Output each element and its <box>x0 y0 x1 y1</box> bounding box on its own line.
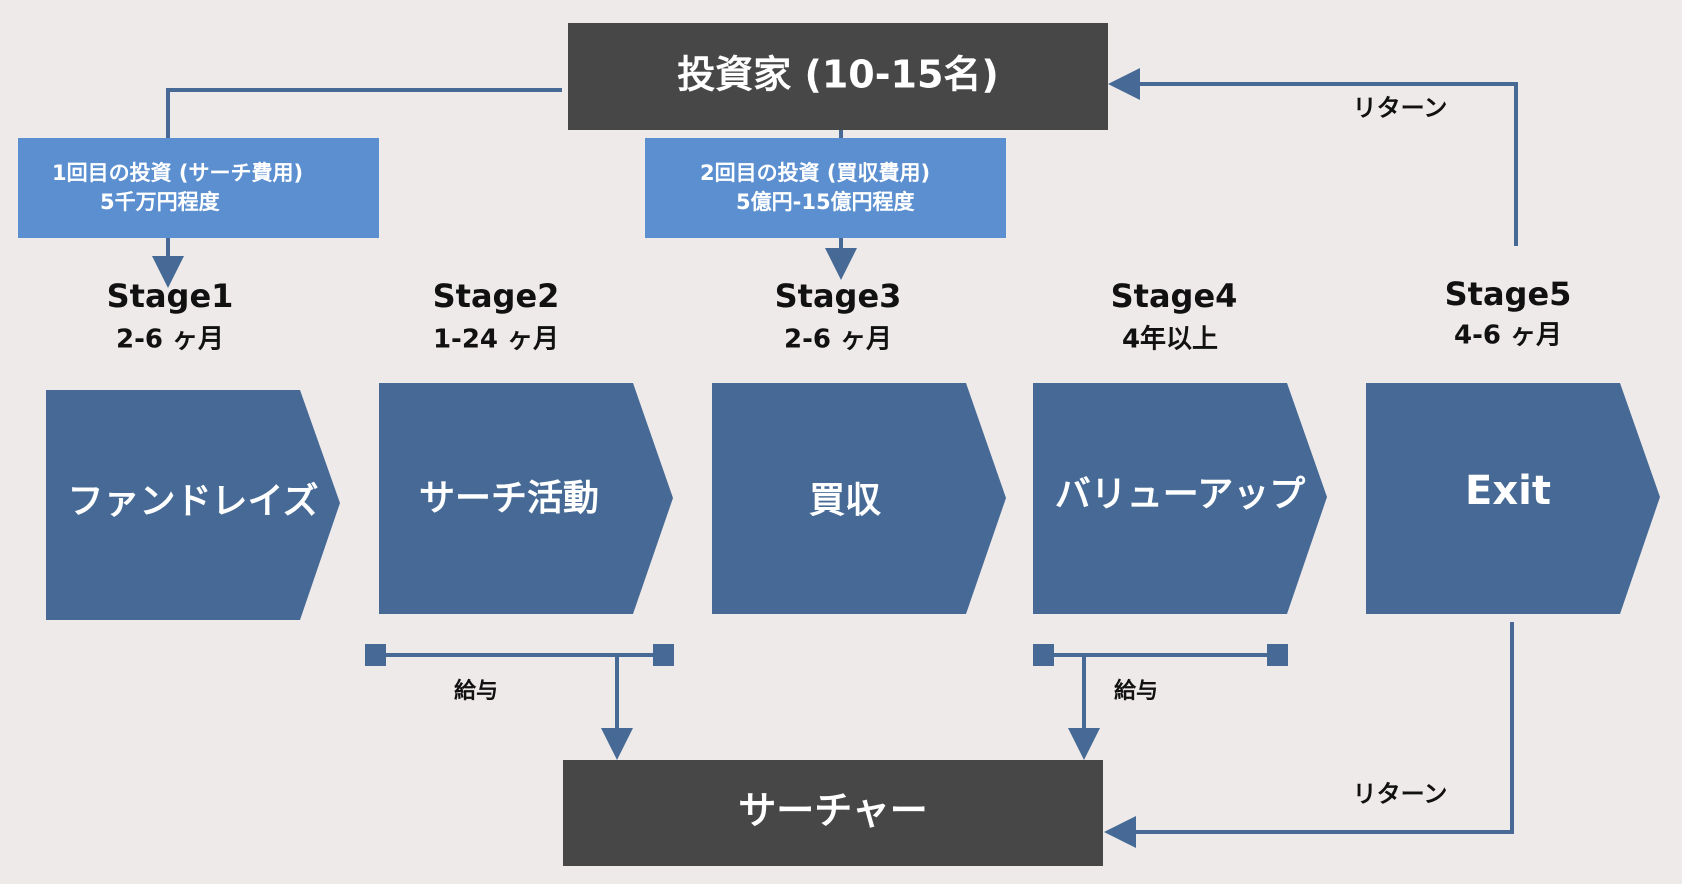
salary-label-right: 給与 <box>1114 678 1158 704</box>
connectors <box>152 68 1518 848</box>
return-label-bottom: リターン <box>1353 780 1448 808</box>
stage-2-duration: 1-24 ヶ月 <box>433 325 559 355</box>
bracket-end-square <box>365 644 386 666</box>
arrow-return-to-investor <box>1108 68 1518 246</box>
stage-3-duration: 2-6 ヶ月 <box>784 325 892 355</box>
searcher-box <box>563 760 1103 866</box>
stage-4-label: バリューアップ <box>1055 474 1306 515</box>
bracket-end-square <box>1267 644 1288 666</box>
investment-node-2: 2回目の投資 (買収費用) 5億円-15億円程度 <box>645 138 1006 238</box>
bracket-end-square <box>1033 644 1054 666</box>
stage-3-label: 買収 <box>809 480 881 521</box>
salary-label-left: 給与 <box>454 678 498 704</box>
stage-1-label: ファンドレイズ <box>68 480 319 522</box>
stage-4-name: Stage4 <box>1111 277 1238 315</box>
investment-1-line2: 5千万円程度 <box>100 190 220 214</box>
stage-5-duration: 4-6 ヶ月 <box>1454 321 1562 351</box>
stage-3-chevron <box>712 383 1006 614</box>
stage-1-chevron <box>46 390 340 620</box>
investor-label: 投資家 (10-15名) <box>677 53 999 97</box>
stage-2-label: サーチ活動 <box>419 478 599 519</box>
stage-2-name: Stage2 <box>433 277 560 315</box>
arrow-return-to-searcher <box>1104 622 1514 848</box>
stage-4-chevron <box>1033 383 1327 614</box>
stage-4-duration: 4年以上 <box>1122 324 1218 355</box>
stage-shapes: ファンドレイズ サーチ活動 買収 バリューアップ Exit <box>46 383 1660 620</box>
searcher-label: サーチャー <box>738 789 928 833</box>
return-label-top: リターン <box>1353 94 1448 122</box>
stage-1-name: Stage1 <box>107 277 234 315</box>
stage-5-chevron <box>1366 383 1660 614</box>
searcher-node: サーチャー <box>563 760 1103 866</box>
investment-1-line1: 1回目の投資 (サーチ費用) <box>52 161 303 185</box>
investment-2-line1: 2回目の投資 (買収費用) <box>700 161 930 185</box>
investor-node: 投資家 (10-15名) <box>568 23 1108 130</box>
stage-5-name: Stage5 <box>1445 275 1572 313</box>
investment-2-line2: 5億円-15億円程度 <box>736 190 915 214</box>
bracket-end-square <box>653 644 674 666</box>
connector-labels: リターン 給与 給与 リターン <box>454 94 1447 808</box>
stage-5-label: Exit <box>1465 468 1551 514</box>
stage-headers: Stage1 2-6 ヶ月 Stage2 1-24 ヶ月 Stage3 2-6 … <box>107 275 1572 355</box>
bracket-ends <box>365 644 1288 666</box>
investor-box <box>568 23 1108 130</box>
investment-box-1 <box>18 138 379 238</box>
investment-node-1: 1回目の投資 (サーチ費用) 5千万円程度 <box>18 138 379 238</box>
stage-3-name: Stage3 <box>775 277 902 315</box>
connector-investor-to-investment-1 <box>166 88 562 138</box>
investment-box-2 <box>645 138 1006 238</box>
stage-1-duration: 2-6 ヶ月 <box>116 325 224 355</box>
stage-2-chevron <box>379 383 673 614</box>
